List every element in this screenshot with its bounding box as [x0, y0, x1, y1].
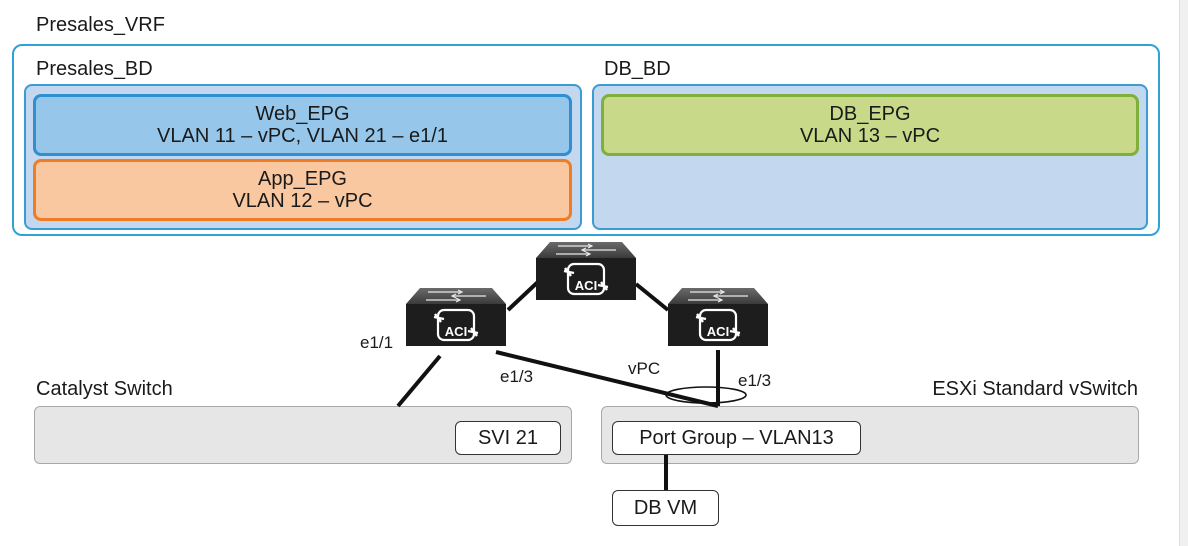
app-epg[interactable]: App_EPG VLAN 12 – vPC: [33, 159, 572, 221]
presales-bd-label: Presales_BD: [36, 58, 153, 80]
esxi-label: ESXi Standard vSwitch: [932, 378, 1138, 400]
link-e1-3-left: [495, 350, 719, 408]
e1-3-right-label: e1/3: [738, 371, 771, 390]
vrf-label: Presales_VRF: [36, 14, 165, 36]
db-epg-vlan: VLAN 13 – vPC: [799, 125, 941, 147]
vpc-label: vPC: [628, 359, 660, 378]
db-vm-box[interactable]: DB VM: [612, 490, 719, 526]
vrf-container: [12, 44, 1160, 236]
aci-right-label: ACI: [707, 324, 729, 339]
e1-3-left-label: e1/3: [500, 367, 533, 386]
aci-left-label: ACI: [445, 324, 467, 339]
links: [396, 278, 720, 490]
link-left-to-top: [506, 278, 542, 312]
app-epg-vlan: VLAN 12 – vPC: [232, 190, 373, 212]
db-epg-name: DB_EPG: [829, 103, 911, 125]
e1-1-label: e1/1: [360, 333, 393, 352]
app-epg-name: App_EPG: [258, 168, 347, 190]
db-epg[interactable]: DB_EPG VLAN 13 – vPC: [601, 94, 1139, 156]
vertical-scrollbar[interactable]: [1179, 0, 1188, 546]
web-epg-vlan: VLAN 11 – vPC, VLAN 21 – e1/1: [157, 125, 448, 147]
web-epg[interactable]: Web_EPG VLAN 11 – vPC, VLAN 21 – e1/1: [33, 94, 572, 156]
catalyst-label: Catalyst Switch: [36, 378, 173, 400]
link-e1-1: [396, 354, 442, 408]
link-top-to-right: [634, 282, 670, 312]
port-group-tag[interactable]: Port Group – VLAN13: [612, 421, 861, 455]
svi-21-tag[interactable]: SVI 21: [455, 421, 561, 455]
db-bd-label: DB_BD: [604, 58, 671, 80]
web-epg-name: Web_EPG: [255, 103, 350, 125]
vpc-ellipse: [665, 386, 747, 404]
aci-spine-label: ACI: [575, 278, 597, 293]
